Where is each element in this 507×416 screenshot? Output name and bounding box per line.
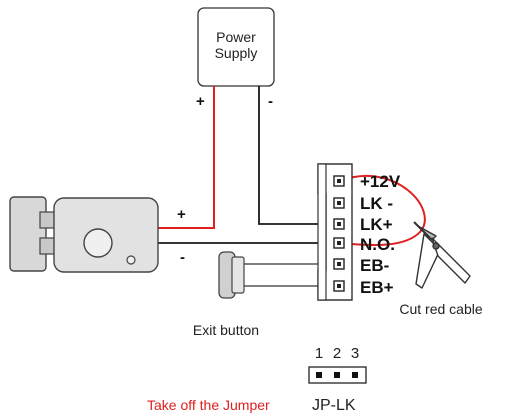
red-wire-supply-plus — [157, 86, 215, 229]
power-supply: Power Supply — [197, 7, 275, 87]
terminal-block — [317, 163, 353, 301]
terminal-pins — [333, 175, 345, 292]
jumper-pin-number-3: 3 — [351, 345, 359, 362]
jumper-pin-1 — [316, 372, 322, 378]
jumper-name-label: JP-LK — [312, 397, 356, 414]
supply-minus-label: - — [268, 93, 273, 110]
terminal-label-no: N.O. — [360, 235, 395, 254]
take-off-jumper-note: Take off the Jumper — [147, 397, 270, 413]
jumper-pin-2 — [334, 372, 340, 378]
terminal-label-lk-minus: LK - — [360, 194, 393, 213]
terminal-label-eb-minus: EB- — [360, 256, 389, 275]
jumper-pin-3 — [352, 372, 358, 378]
lock-plus-label: + — [177, 206, 186, 223]
electric-lock — [9, 196, 159, 273]
lock-minus-label: - — [180, 249, 185, 266]
wire-cutter-icon — [413, 221, 471, 289]
terminal-label-12v: +12V — [360, 172, 401, 191]
power-supply-label-line1: Power — [216, 29, 256, 45]
supply-plus-label: + — [196, 93, 205, 110]
jumper-pin-number-1: 1 — [315, 345, 323, 362]
terminal-label-lk-plus: LK+ — [360, 215, 393, 234]
power-supply-label-line2: Supply — [215, 45, 258, 61]
jumper-jp-lk: 1 2 3 — [308, 345, 367, 384]
black-wire-supply-minus — [258, 86, 332, 225]
terminal-label-eb-plus: EB+ — [360, 278, 394, 297]
exit-button — [218, 251, 245, 299]
cut-red-cable-label: Cut red cable — [399, 301, 482, 317]
terminal-labels: +12V LK - LK+ N.O. EB- EB+ — [360, 172, 401, 297]
jumper-pin-number-2: 2 — [333, 345, 341, 362]
exit-button-label: Exit button — [193, 322, 259, 338]
